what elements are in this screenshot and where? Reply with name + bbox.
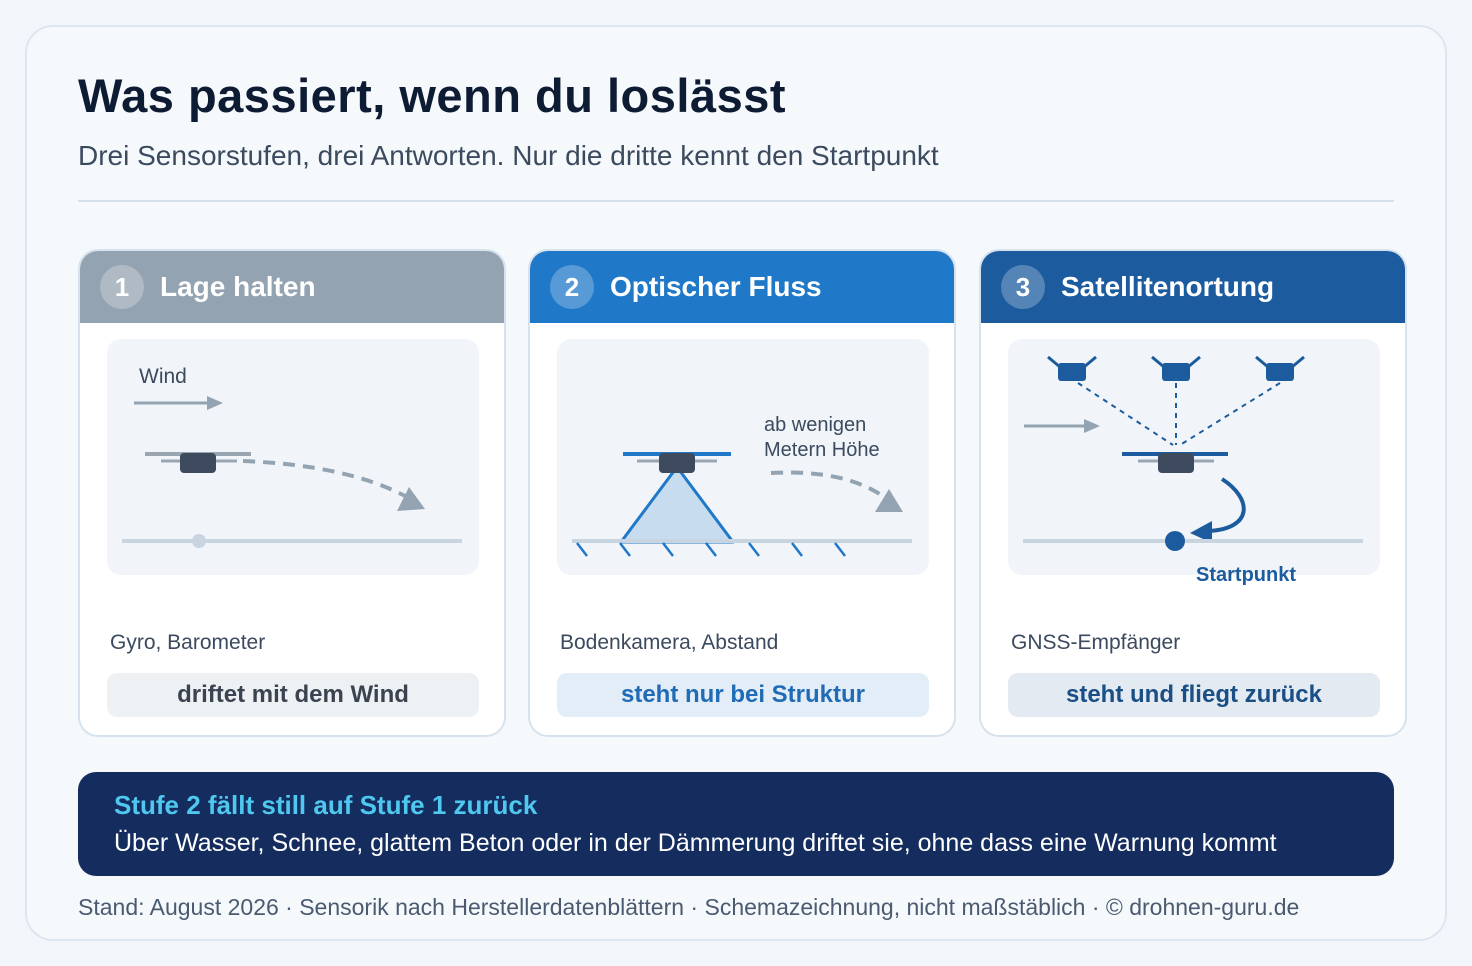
wind-drift-diagram: Wind [122, 365, 462, 548]
card-title: Optischer Fluss [610, 271, 822, 302]
satellite-icon [1151, 355, 1201, 381]
drift-arrowhead-icon [397, 487, 425, 511]
wind-label: Wind [139, 365, 187, 388]
card-header: 3 Satellitenortung [981, 251, 1405, 323]
return-path [1207, 477, 1246, 533]
camera-view-cone [619, 465, 735, 544]
warning-callout: Stufe 2 fällt still auf Stufe 1 zurück Ü… [78, 772, 1394, 876]
result-badge: steht nur bei Struktur [557, 673, 929, 717]
satellite-icon [1047, 355, 1097, 381]
card-stage-2: 2 Optischer Fluss ab wenigen Metern Höhe [528, 249, 956, 737]
footer-note: Stand: August 2026 · Sensorik nach Herst… [78, 894, 1300, 920]
step-number-badge: 1 [100, 265, 144, 309]
start-point-marker [1165, 531, 1185, 551]
sensor-label: GNSS-Empfänger [1011, 631, 1181, 654]
satellite-icon [1255, 355, 1305, 381]
height-label-line-2: Metern Höhe [764, 439, 880, 461]
card-title: Satellitenortung [1061, 271, 1275, 302]
sensor-label: Gyro, Barometer [110, 631, 266, 654]
gnss-return-diagram: Startpunkt [1023, 355, 1363, 586]
ground-texture [576, 542, 846, 557]
drift-path [242, 459, 408, 499]
step-number-badge: 3 [1001, 265, 1045, 309]
diagram-panel: ab wenigen Metern Höhe [557, 339, 929, 575]
card-stage-3: 3 Satellitenortung [979, 249, 1407, 737]
card-header: 2 Optischer Fluss [530, 251, 954, 323]
result-badge: driftet mit dem Wind [107, 673, 479, 717]
callout-title: Stufe 2 fällt still auf Stufe 1 zurück [114, 790, 538, 820]
drone-icon [623, 452, 731, 473]
wind-arrow-icon [1024, 419, 1100, 433]
start-point-marker [192, 534, 206, 548]
optical-flow-diagram: ab wenigen Metern Höhe [572, 414, 912, 557]
page-title: Was passiert, wenn du loslässt [78, 69, 787, 122]
satellite-signal-lines [1077, 382, 1281, 446]
card-title: Lage halten [160, 271, 316, 302]
result-badge: steht und fliegt zurück [1008, 673, 1380, 717]
drift-path [770, 470, 889, 501]
card-header: 1 Lage halten [80, 251, 504, 323]
sensor-label: Bodenkamera, Abstand [560, 631, 779, 654]
card-stage-1: 1 Lage halten Wind Gyro, Barometer drift… [78, 249, 506, 737]
drift-arrowhead-icon [875, 489, 903, 512]
drone-icon [1122, 452, 1228, 473]
page-subtitle: Drei Sensorstufen, drei Antworten. Nur d… [78, 140, 939, 171]
step-number-badge: 2 [550, 265, 594, 309]
drone-icon [145, 452, 251, 473]
start-point-label: Startpunkt [1196, 564, 1296, 586]
diagram-panel: Startpunkt [1008, 339, 1380, 586]
diagram-panel: Wind [107, 339, 479, 575]
wind-arrow-icon [134, 396, 223, 410]
return-arrowhead-icon [1190, 521, 1212, 543]
divider [78, 200, 1394, 202]
callout-text: Über Wasser, Schnee, glattem Beton oder … [114, 829, 1277, 857]
height-label-line-1: ab wenigen [764, 414, 866, 436]
